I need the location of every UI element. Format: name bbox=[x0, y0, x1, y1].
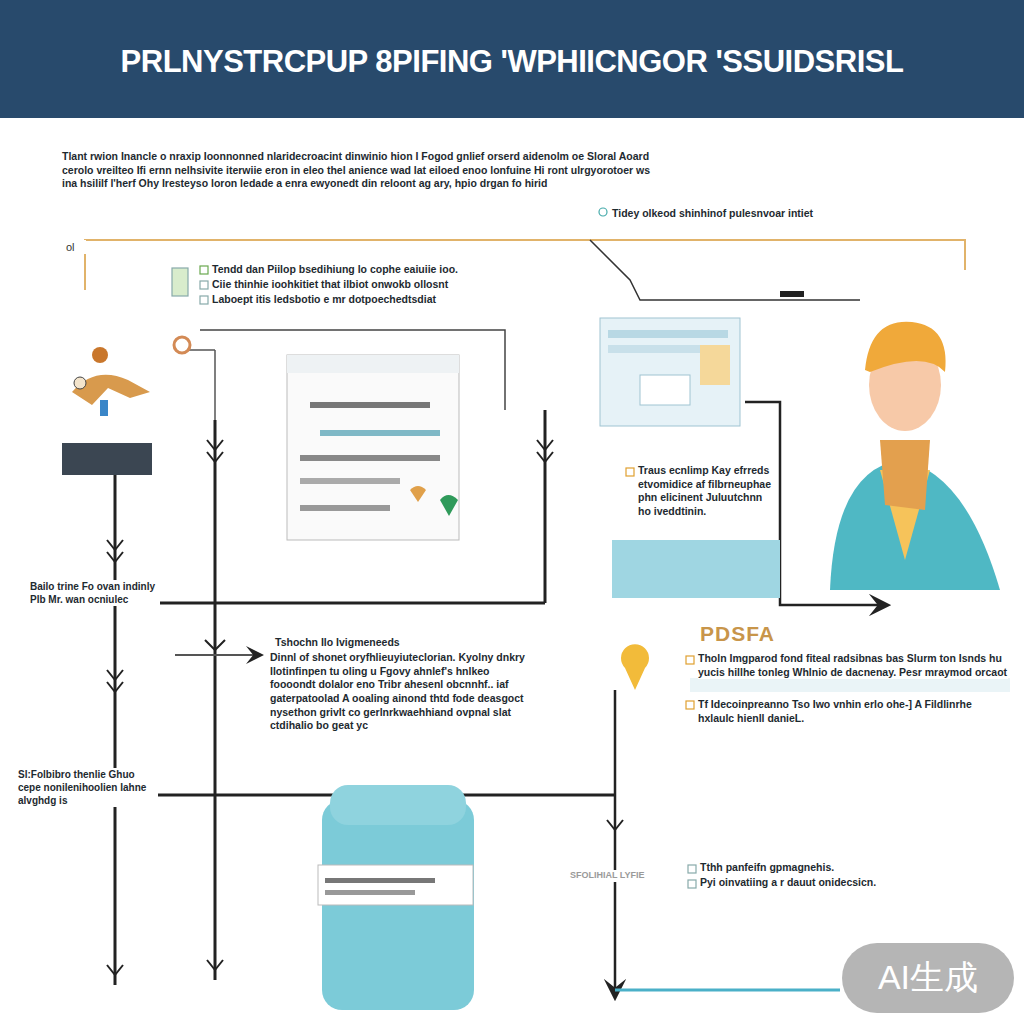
item-text: Tholn Imgparod fond fiteal radsibnas bas… bbox=[698, 652, 1008, 679]
note-text: ol bbox=[66, 240, 86, 254]
block-heading: Tshochn Ilo Ivigmeneeds bbox=[275, 636, 530, 650]
small-figure bbox=[72, 347, 150, 416]
check-item: Laboept itis ledsbotio e mr dotpoechedts… bbox=[212, 293, 512, 307]
check-item: Tendd dan Piilop bsedihiung lo cophe eai… bbox=[212, 263, 512, 277]
note-text: Tidey olkeod shinhinof pulesnvoar intiet bbox=[612, 207, 912, 221]
check-item: Ciie thinhie ioohkitiet that ilbiot onwo… bbox=[212, 278, 512, 292]
cylinder bbox=[318, 785, 474, 1010]
side-note: Bailo trine Fo ovan indinly Plb Mr. wan … bbox=[30, 580, 160, 606]
page-title: PRLNYSTRCPUP 8PIFING 'WPHIICNGOR 'SSUIDS… bbox=[0, 44, 1024, 80]
intro-paragraph: Tlant rwion Inancle o nraxip Ioonnonned … bbox=[62, 150, 667, 191]
faded-label: SFOLIHIAL LYFIE bbox=[570, 870, 670, 882]
block-text: Dinnl of shonet oryfhlieuyiuteclorian. K… bbox=[270, 651, 532, 733]
item-text: Pyi oinvatiing a r dauut onidecsicn. bbox=[700, 876, 1000, 890]
watermark: AI生成 bbox=[842, 943, 1014, 1013]
side-note: Sl:Folbibro thenlie Ghuo cepe nonileniho… bbox=[18, 768, 158, 807]
panel-note: Traus ecnlimp Kay efrreds etvomidice af … bbox=[638, 464, 776, 519]
section-heading: PDSFA bbox=[700, 620, 810, 647]
person-figure bbox=[830, 322, 1000, 590]
item-text: Tf Idecoinpreanno Tso Iwo vnhin erlo ohe… bbox=[698, 698, 1008, 725]
dark-block bbox=[62, 443, 152, 475]
item-text: Tthh panfeifn gpmagnehis. bbox=[700, 861, 1000, 875]
window-mockup bbox=[287, 355, 459, 540]
device-panel bbox=[600, 318, 780, 598]
